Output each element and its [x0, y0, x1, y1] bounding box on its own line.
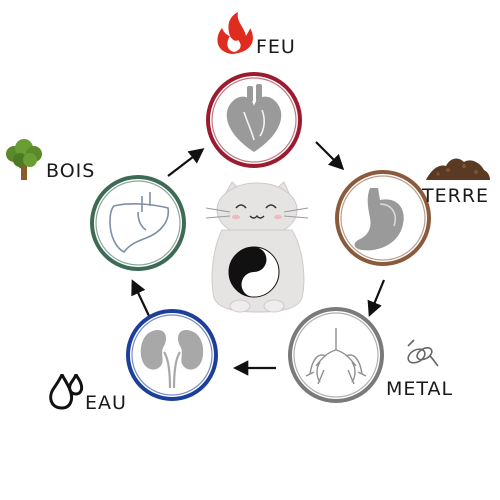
water-drops-icon — [49, 373, 84, 410]
label-feu: FEU — [256, 36, 296, 58]
stomach-icon — [354, 188, 404, 251]
flame-icon — [217, 12, 253, 54]
label-metal: METAL — [386, 378, 454, 400]
bois-ring-inner — [95, 180, 181, 266]
terre-ring — [335, 170, 431, 266]
feu-ring-inner — [211, 77, 297, 163]
cycle-arrows — [131, 141, 386, 376]
element-feu — [206, 72, 302, 168]
arrow-eau-to-bois — [131, 279, 151, 319]
yin-yang-symbol — [228, 246, 280, 298]
arrow-bois-to-feu — [167, 148, 205, 177]
arrow-terre-to-metal — [367, 279, 386, 317]
feu-ring — [206, 72, 302, 168]
tree-icon — [6, 139, 42, 180]
element-terre — [335, 170, 431, 266]
liver-icon — [109, 192, 170, 254]
element-eau — [126, 309, 218, 401]
element-metal — [288, 307, 384, 403]
metal-ring — [288, 307, 384, 403]
arrow-feu-to-terre — [315, 141, 345, 171]
kidneys-icon — [140, 330, 204, 389]
eau-ring — [126, 309, 218, 401]
element-bois — [90, 175, 186, 271]
eau-ring-inner — [131, 314, 213, 396]
heart-icon — [226, 84, 282, 152]
soil-icon — [426, 158, 490, 180]
lungs-icon — [305, 328, 367, 385]
yin-yang-cat-icon — [205, 181, 309, 313]
label-terre: TERRE — [422, 185, 490, 207]
label-eau: EAU — [85, 392, 127, 414]
terre-ring-inner — [340, 175, 426, 261]
metal-ring-inner — [293, 312, 379, 398]
metal-icon — [407, 339, 439, 367]
bois-ring — [90, 175, 186, 271]
label-bois: BOIS — [46, 160, 96, 182]
